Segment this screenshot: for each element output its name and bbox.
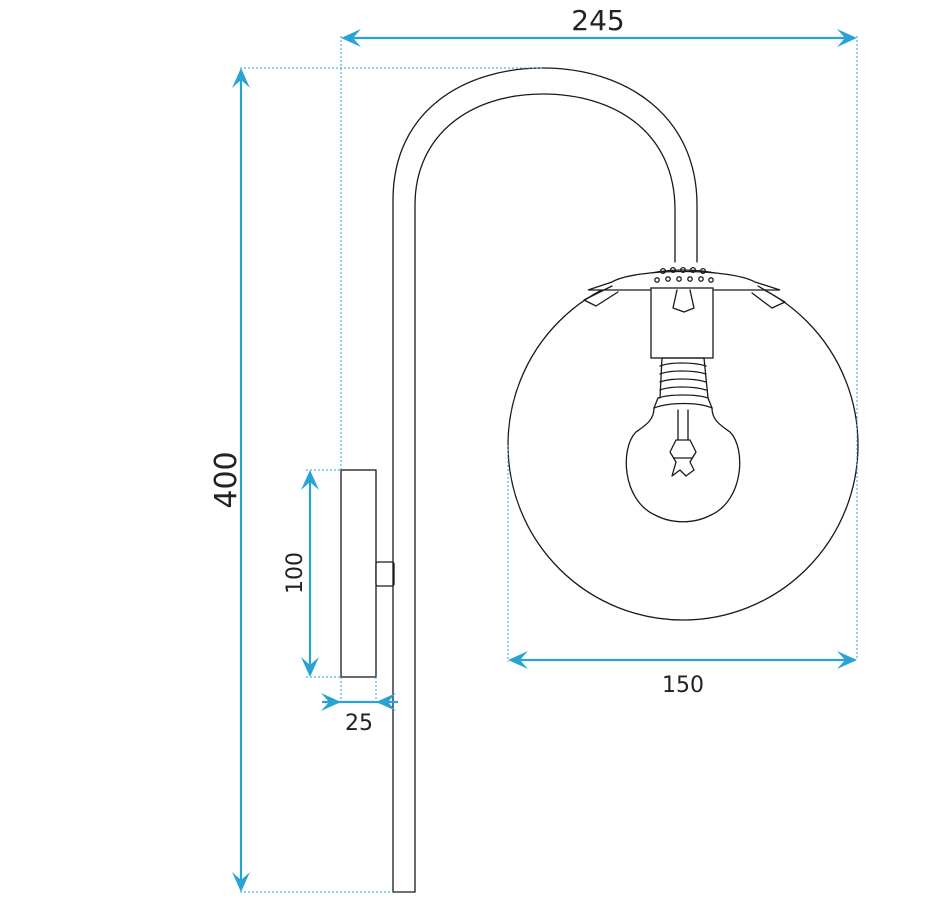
- width-arrow-left: [341, 29, 361, 47]
- lamp-socket: [650, 287, 714, 359]
- globe-canopy: [587, 270, 781, 291]
- globe-clip-right: [751, 285, 786, 309]
- width-arrow-right: [837, 29, 857, 47]
- wall-backplate: [340, 469, 377, 678]
- globe-clip-left: [583, 285, 619, 307]
- dim-label-total-width: 245: [571, 4, 624, 37]
- light-bulb: [625, 407, 741, 523]
- globe-arrow-right: [837, 651, 857, 669]
- gooseneck-arm-inner: [414, 93, 676, 893]
- dim-label-globe-diameter: 150: [662, 673, 704, 698]
- depth-arrow-left: [321, 693, 341, 711]
- globe-arrow-left: [508, 651, 528, 669]
- gooseneck-arm-outer: [392, 67, 698, 893]
- socket-tab: [672, 289, 695, 313]
- wall-lamp-illustration: [340, 67, 859, 893]
- canopy-vent-holes: [654, 266, 714, 283]
- plate-arrow-top: [301, 470, 319, 490]
- bulb-filament: [669, 409, 697, 477]
- dim-label-backplate-height: 100: [283, 552, 308, 594]
- dim-label-backplate-depth: 25: [345, 711, 373, 736]
- height-arrow-top: [232, 68, 250, 88]
- dimension-annotations: [232, 29, 858, 893]
- depth-arrow-right: [376, 693, 396, 711]
- dim-label-total-height: 400: [209, 451, 244, 508]
- rod-connector: [375, 561, 395, 587]
- plate-arrow-bottom: [301, 657, 319, 677]
- bulb-screw-base: [653, 357, 713, 409]
- height-arrow-bottom: [232, 872, 250, 892]
